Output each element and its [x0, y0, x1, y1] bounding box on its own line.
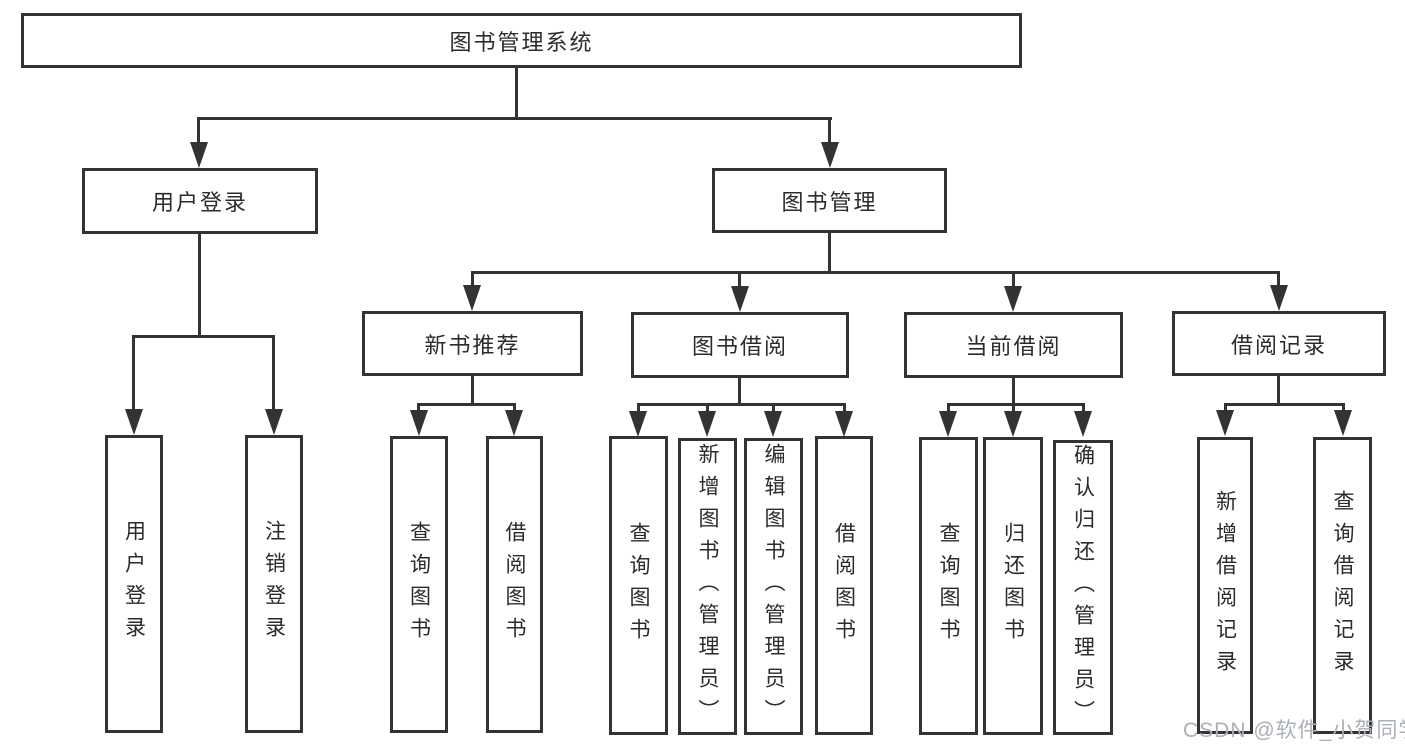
arrow-down-icon — [410, 410, 428, 436]
connector-borrow-c1-drop — [637, 403, 640, 413]
node-user-login: 用户登录 — [82, 168, 318, 234]
node-leaf-query-borrow-record: 查询借阅记录 — [1313, 437, 1372, 734]
connector-borrow-bus — [637, 403, 845, 406]
node-leaf-return-books-label: 归还图书 — [1001, 522, 1025, 650]
arrow-down-icon — [1334, 410, 1352, 436]
node-current-borrowing-label: 当前借阅 — [965, 334, 1062, 359]
node-leaf-logout: 注销登录 — [245, 435, 303, 733]
arrow-down-icon — [835, 411, 853, 437]
node-leaf-user-login-label: 用户登录 — [122, 520, 146, 648]
arrow-down-icon — [698, 411, 716, 437]
connector-newbook-bus — [418, 403, 516, 406]
connector-current-bus — [947, 403, 1084, 406]
connector-records-c2-drop — [1342, 403, 1345, 413]
connector-newbook-stem — [471, 376, 474, 406]
connector-login-c1-drop — [132, 335, 135, 410]
node-leaf-confirm-return-admin-label: 确认归还（管理员） — [1071, 443, 1095, 732]
arrow-down-icon — [1270, 285, 1288, 311]
node-leaf-add-books-admin: 新增图书（管理员） — [678, 438, 737, 735]
node-leaf-user-login: 用户登录 — [105, 435, 163, 733]
node-leaf-add-books-admin-label: 新增图书（管理员） — [696, 442, 720, 731]
connector-login-c2-drop — [272, 335, 275, 410]
arrow-down-icon — [821, 142, 839, 168]
arrow-down-icon — [505, 410, 523, 436]
connector-current-drop — [1012, 271, 1015, 287]
node-root-label: 图书管理系统 — [449, 29, 594, 55]
arrow-down-icon — [265, 409, 283, 435]
node-new-book-recommend: 新书推荐 — [362, 311, 583, 376]
arrow-down-icon — [125, 409, 143, 435]
arrow-down-icon — [1074, 411, 1092, 437]
connector-login-bus — [133, 335, 275, 338]
node-leaf-edit-books-admin-label: 编辑图书（管理员） — [762, 442, 786, 731]
node-leaf-confirm-return-admin: 确认归还（管理员） — [1053, 440, 1113, 735]
connector-current-c1-drop — [947, 403, 950, 413]
connector-records-bus — [1224, 403, 1344, 406]
node-book-borrowing-label: 图书借阅 — [691, 334, 788, 359]
node-user-login-label: 用户登录 — [151, 190, 248, 215]
node-leaf-query-books-1: 查询图书 — [390, 436, 448, 733]
connector-records-c1-drop — [1224, 403, 1227, 413]
node-leaf-query-books-1-label: 查询图书 — [407, 520, 431, 649]
arrow-down-icon — [1004, 286, 1022, 312]
arrow-down-icon — [731, 286, 749, 312]
connector-current-c2-drop — [1012, 403, 1015, 413]
connector-root-bus — [198, 117, 832, 120]
connector-records-drop — [1277, 271, 1280, 287]
connector-borrow-drop — [738, 271, 741, 287]
arrow-down-icon — [190, 142, 208, 168]
arrow-down-icon — [1216, 410, 1234, 436]
node-borrowing-records: 借阅记录 — [1172, 311, 1386, 376]
node-leaf-add-borrow-record: 新增借阅记录 — [1197, 437, 1253, 734]
node-leaf-logout-label: 注销登录 — [262, 520, 286, 648]
connector-current-stem — [1012, 378, 1015, 406]
connector-borrow-c3-drop — [772, 403, 775, 413]
node-leaf-query-books-3: 查询图书 — [919, 437, 978, 735]
arrow-down-icon — [629, 411, 647, 437]
node-leaf-add-borrow-record-label: 新增借阅记录 — [1213, 489, 1237, 682]
csdn-watermark: CSDN @软件_小贺同学 — [1183, 719, 1405, 742]
node-leaf-query-books-3-label: 查询图书 — [937, 522, 961, 650]
node-leaf-edit-books-admin: 编辑图书（管理员） — [744, 438, 803, 735]
node-leaf-return-books: 归还图书 — [983, 437, 1043, 735]
arrow-down-icon — [939, 411, 957, 437]
connector-mgmt-drop — [828, 117, 831, 146]
connector-mgmt-bus — [471, 271, 1280, 274]
connector-records-stem — [1277, 376, 1280, 406]
connector-root-stem — [515, 68, 518, 117]
connector-login-drop — [197, 117, 200, 146]
node-new-book-recommend-label: 新书推荐 — [424, 332, 521, 358]
connector-borrow-c2-drop — [706, 403, 709, 413]
node-leaf-borrow-books-1-label: 借阅图书 — [503, 520, 527, 649]
connector-newbook-drop — [471, 271, 474, 287]
arrow-down-icon — [764, 411, 782, 437]
connector-newbook-c1-drop — [417, 403, 420, 413]
node-leaf-query-borrow-record-label: 查询借阅记录 — [1331, 489, 1355, 682]
arrow-down-icon — [463, 285, 481, 311]
node-leaf-query-books-2-label: 查询图书 — [627, 521, 651, 650]
node-leaf-query-books-2: 查询图书 — [609, 436, 668, 735]
node-leaf-borrow-books-2-label: 借阅图书 — [832, 521, 856, 650]
node-book-management-label: 图书管理 — [781, 189, 878, 215]
node-borrowing-records-label: 借阅记录 — [1230, 332, 1327, 358]
arrow-down-icon — [1004, 411, 1022, 437]
node-book-borrowing: 图书借阅 — [631, 312, 849, 378]
node-leaf-borrow-books-1: 借阅图书 — [486, 436, 543, 733]
node-book-management: 图书管理 — [712, 168, 947, 233]
node-root: 图书管理系统 — [21, 13, 1022, 68]
connector-borrow-c4-drop — [843, 403, 846, 413]
connector-borrow-stem — [738, 378, 741, 406]
connector-mgmt-stem — [828, 233, 831, 274]
connector-login-stem — [198, 234, 201, 336]
connector-newbook-c2-drop — [513, 403, 516, 413]
node-leaf-borrow-books-2: 借阅图书 — [815, 436, 873, 735]
node-current-borrowing: 当前借阅 — [904, 312, 1123, 378]
connector-current-c3-drop — [1082, 403, 1085, 413]
